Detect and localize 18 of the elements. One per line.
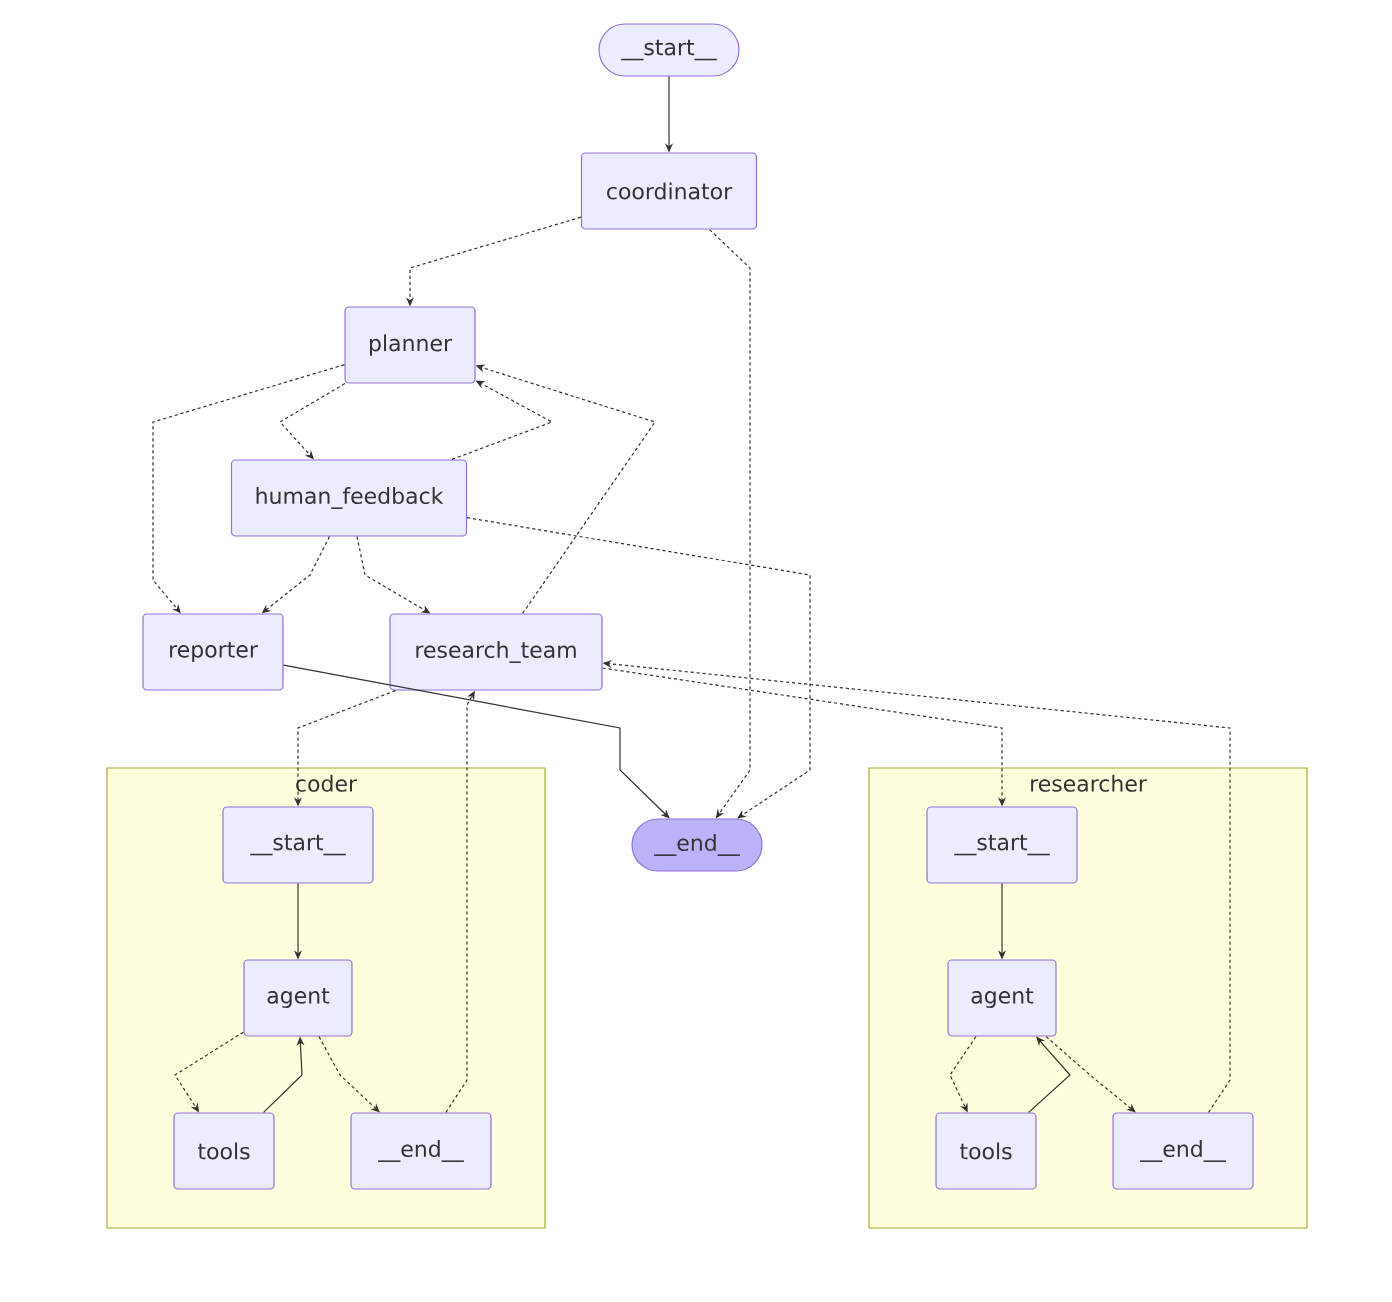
arrow	[466, 517, 811, 819]
process-box: planner	[344, 306, 476, 384]
process-box: coordinator	[580, 152, 758, 230]
process-box: tools	[173, 1112, 275, 1190]
arrow	[451, 380, 554, 460]
process-box: reporter	[142, 613, 284, 691]
process-box: __end__	[350, 1112, 492, 1190]
process-box: human_feedback	[230, 459, 468, 537]
arrow	[1045, 1036, 1136, 1113]
process-box: __start__	[222, 806, 374, 884]
end-terminal: __end__	[631, 818, 763, 872]
process-box: tools	[935, 1112, 1037, 1190]
start-terminal: __start__	[598, 23, 740, 77]
process-box: agent	[947, 959, 1057, 1037]
process-box: __start__	[926, 806, 1078, 884]
process-box: research_team	[389, 613, 603, 691]
process-box: __end__	[1112, 1112, 1254, 1190]
process-box: agent	[243, 959, 353, 1037]
